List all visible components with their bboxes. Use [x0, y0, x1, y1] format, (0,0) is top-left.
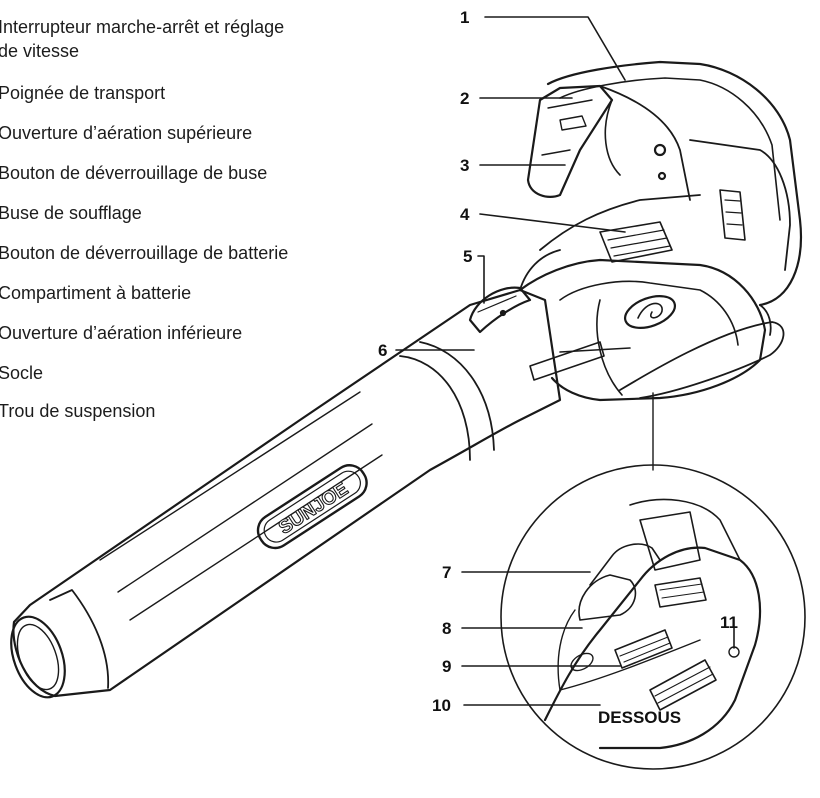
- underside-detail: [500, 464, 806, 770]
- underside-blower: [543, 498, 762, 750]
- legend-item-9: Socle: [0, 363, 44, 383]
- brand-badge: SUNJOE SUNJOE: [256, 464, 368, 550]
- legend-item-1: Interrupteur marche-arrêt et réglage: [0, 17, 285, 37]
- callout-1: 1: [460, 8, 469, 27]
- legend-item-2: Poignée de transport: [0, 83, 166, 103]
- callout-4: 4: [460, 205, 470, 224]
- legend-item-4: Bouton de déverrouillage de buse: [0, 163, 268, 183]
- underside-label: DESSOUS: [598, 708, 681, 727]
- callout-7: 7: [442, 563, 451, 582]
- callout-11: 11: [720, 613, 738, 632]
- legend-item-1-cont: de vitesse: [0, 41, 80, 61]
- legend-item-5: Buse de soufflage: [0, 203, 142, 223]
- blower-tube: SUNJOE SUNJOE: [10, 288, 562, 699]
- callout-8: 8: [442, 619, 451, 638]
- legend-item-8: Ouverture d’aération inférieure: [0, 323, 243, 343]
- speed-switch: [468, 286, 532, 334]
- legend-item-3: Ouverture d’aération supérieure: [0, 123, 253, 143]
- callout-leaders: [395, 16, 735, 706]
- legend-item-7: Compartiment à batterie: [0, 283, 192, 303]
- callout-5: 5: [463, 247, 472, 266]
- legend-item-6: Bouton de déverrouillage de batterie: [0, 243, 289, 263]
- motor-housing: [518, 258, 785, 402]
- callout-3: 3: [460, 156, 469, 175]
- callout-9: 9: [442, 657, 451, 676]
- callout-2: 2: [460, 89, 469, 108]
- parts-legend: Interrupteur marche-arrêt et réglage de …: [0, 0, 400, 430]
- handle-frame: [519, 60, 802, 336]
- legend-item-10: Trou de suspension: [0, 401, 156, 421]
- callout-10: 10: [432, 696, 451, 715]
- callout-6: 6: [378, 341, 387, 360]
